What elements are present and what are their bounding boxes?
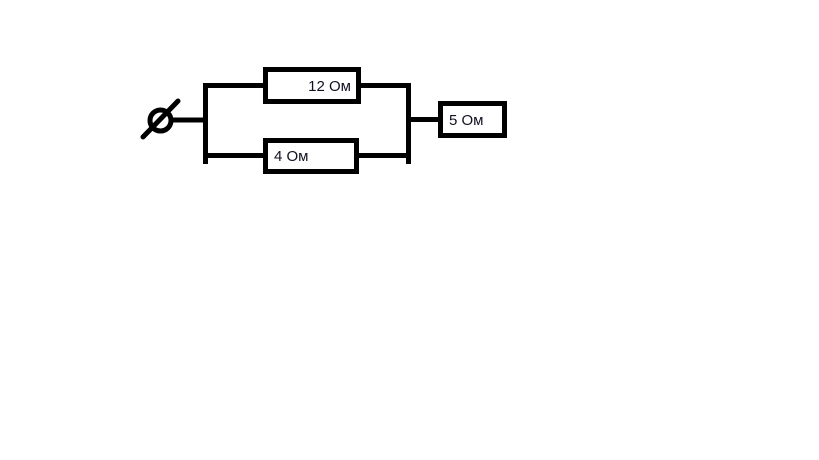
resistor-r1-box [263,67,361,104]
resistor-r1-label: 12 Ом [308,78,351,95]
resistor-r3: 5 Ом [438,101,507,138]
resistor-r1: 12 Ом [263,67,361,104]
resistor-r2: 4 Ом [263,138,359,174]
resistor-r3-label: 5 Ом [449,112,484,129]
resistor-r2-box [263,138,359,174]
resistor-r2-label: 4 Ом [274,148,309,165]
resistor-r3-box [438,101,507,138]
terminal-slash-icon [140,98,181,140]
